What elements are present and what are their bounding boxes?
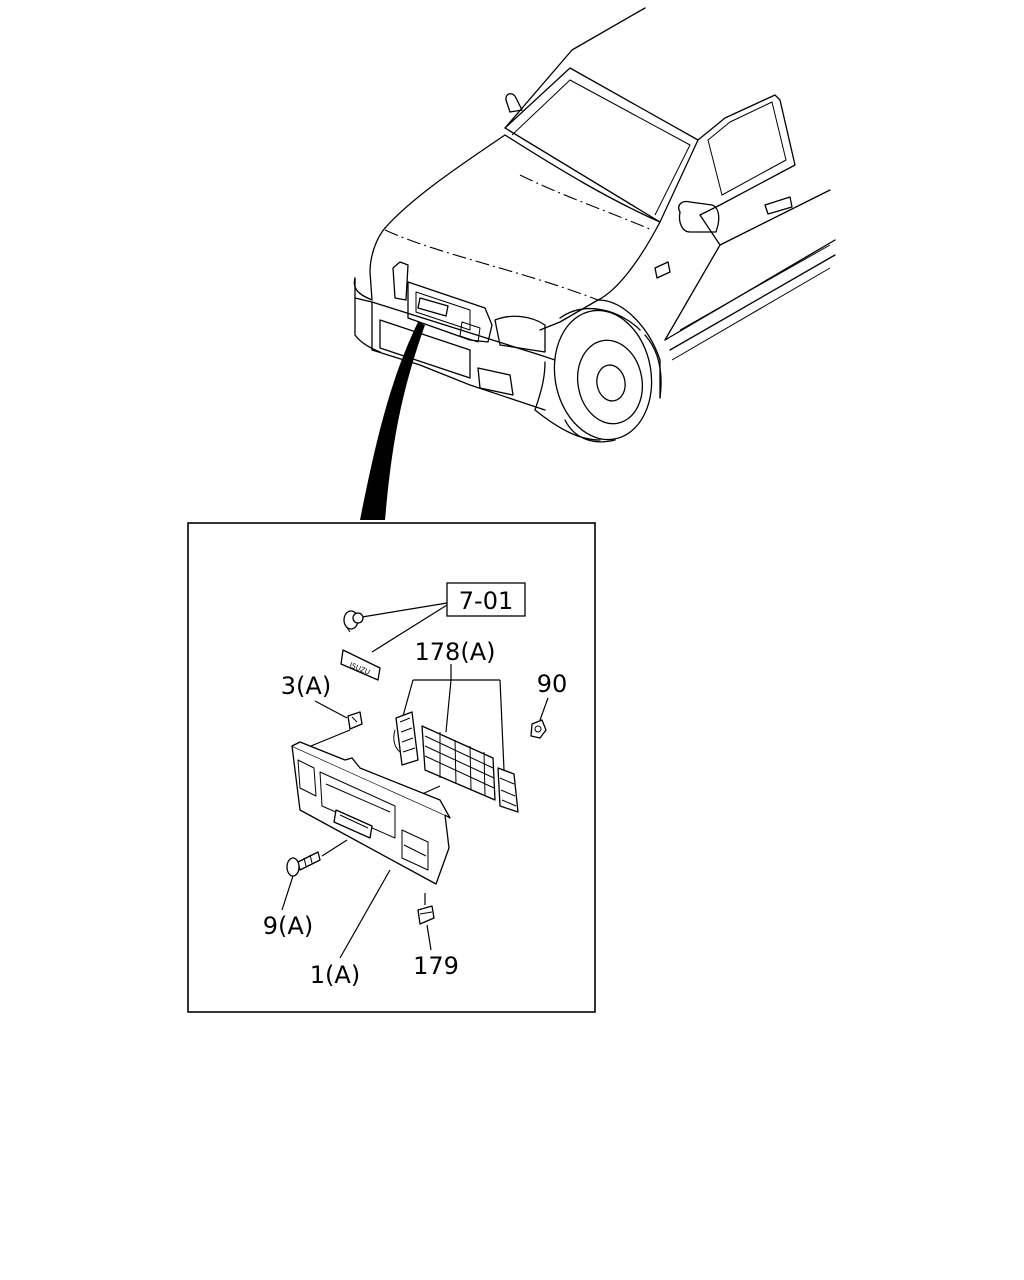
label-grille: 1(A)	[310, 961, 360, 989]
detail-frame	[187, 522, 596, 1013]
grille-insert-center	[421, 725, 496, 801]
screw-icon	[286, 851, 321, 877]
front-grille	[291, 741, 451, 885]
label-grille-insert: 178(A)	[415, 638, 496, 666]
clip-icon	[347, 711, 363, 730]
label-retainer: 179	[413, 952, 459, 980]
grille-insert-right	[497, 767, 519, 813]
callout-pointer	[360, 322, 425, 520]
label-clip: 3(A)	[281, 672, 331, 700]
emblem-plate: ISUZU	[340, 649, 381, 681]
nut-icon	[530, 719, 547, 739]
reference-code-box: 7-01	[446, 582, 526, 617]
reference-code-label: 7-01	[459, 587, 513, 615]
retainer-icon	[417, 905, 435, 925]
label-screw: 9(A)	[263, 912, 313, 940]
grille-insert-left	[393, 711, 419, 766]
label-nut: 90	[537, 670, 568, 698]
vehicle-illustration	[353, 7, 836, 443]
emblem-clip-icon	[343, 610, 364, 633]
